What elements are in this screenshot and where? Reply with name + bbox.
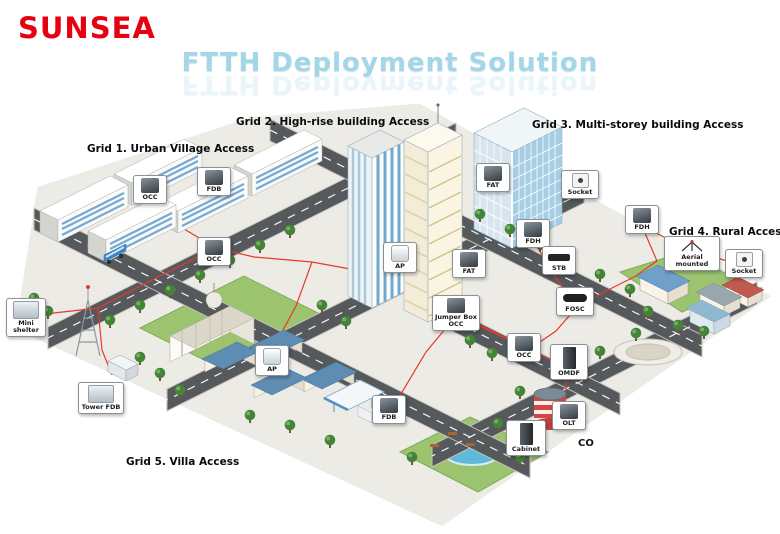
callout-aerial-mounted: Aerial mounted [664,236,720,272]
set-top-box-icon [548,254,570,261]
callout-socket-multistorey: Socket [561,170,599,200]
cabinet-icon [205,170,223,185]
cabinet-icon [460,252,478,267]
callout-fdb-urban: FDB [197,167,231,197]
callout-omdf: OMDF [550,344,588,381]
cabinet-icon [560,404,578,419]
socket-icon [571,173,589,188]
callout-fdb-street: FDB [372,395,406,425]
shelter-icon [88,385,114,403]
access-point-icon [391,245,409,262]
callout-label: OCC [206,255,222,263]
grid-3-label: Grid 3. Multi-storey building Access [532,119,744,131]
callout-tower-fdb: Tower FDB [78,382,124,415]
callout-fdh-rural: FDH [625,205,659,235]
callout-label: OCC [142,193,158,201]
splice-closure-icon [563,294,587,302]
benches [430,432,475,447]
callout-stb: STB [542,246,576,276]
callout-occ-central: OCC [507,333,541,363]
callout-label: Tower FDB [81,403,121,411]
vehicle [103,243,127,265]
callout-fat-multistorey: FAT [476,163,510,193]
callout-fdh-central: FDH [516,219,550,249]
callout-label: FDB [206,185,222,193]
cabinet-icon [447,298,465,313]
sunsea-logo: SUNSEA [18,11,156,45]
antenna-icon [681,240,703,252]
central-office-label: CO [578,438,594,449]
callout-label: FDB [381,413,397,421]
callout-socket-rural: Socket [725,249,763,279]
grid-5-label: Grid 5. Villa Access [126,456,240,468]
cabinet-icon [524,222,542,237]
callout-label: FAT [462,267,476,275]
telecom-tower [75,285,101,357]
cabinet-icon [633,208,651,223]
callout-cabinet: Cabinet [506,420,546,457]
callout-label: Cabinet [511,445,541,453]
grid-2-label: Grid 2. High-rise building Access [236,116,430,128]
callout-label: OMDF [558,369,580,377]
callout-ap-villa: AP [255,345,289,377]
callout-ap-highrise: AP [383,242,417,274]
cabinet-icon [141,178,159,193]
callout-label: Aerial mounted [675,253,709,269]
cabinet-icon [515,336,533,351]
callout-fosc: FOSC [556,287,594,317]
villa [300,361,358,393]
callout-label: STB [551,264,567,272]
access-point-icon [263,348,281,365]
callout-label: Mini shelter [13,319,39,335]
callout-label: Jumper Box OCC [435,313,477,329]
cabinet-icon [380,398,398,413]
rack-icon [562,347,576,369]
callout-occ-urban-street: OCC [197,237,231,267]
cabinet-icon [484,166,502,181]
church [169,283,255,363]
grid-1-label: Grid 1. Urban Village Access [87,143,255,155]
callout-label: OCC [516,351,532,359]
callout-label: AP [395,262,405,270]
callout-jumper-box-occ: Jumper Box OCC [432,295,480,332]
callout-label: FDH [634,223,650,231]
callout-label: Socket [731,267,757,275]
callout-label: OLT [562,419,576,427]
callout-label: Socket [567,188,593,196]
callout-label: FOSC [565,305,585,313]
callout-occ-urban-indoor: OCC [133,175,167,205]
callout-olt: OLT [552,401,586,431]
rack-icon [519,423,533,445]
callout-label: FDH [525,237,541,245]
callout-fat-highrise: FAT [452,249,486,279]
socket-icon [735,252,753,267]
stadium-building [613,338,683,366]
callout-label: AP [267,365,277,373]
cabinet-icon [205,240,223,255]
grid-4-label: Grid 4. Rural Access [669,226,780,238]
shelter-icon [13,301,39,319]
callout-mini-shelter: Mini shelter [6,298,46,338]
street-shelter [107,354,139,382]
callout-label: FAT [486,181,500,189]
